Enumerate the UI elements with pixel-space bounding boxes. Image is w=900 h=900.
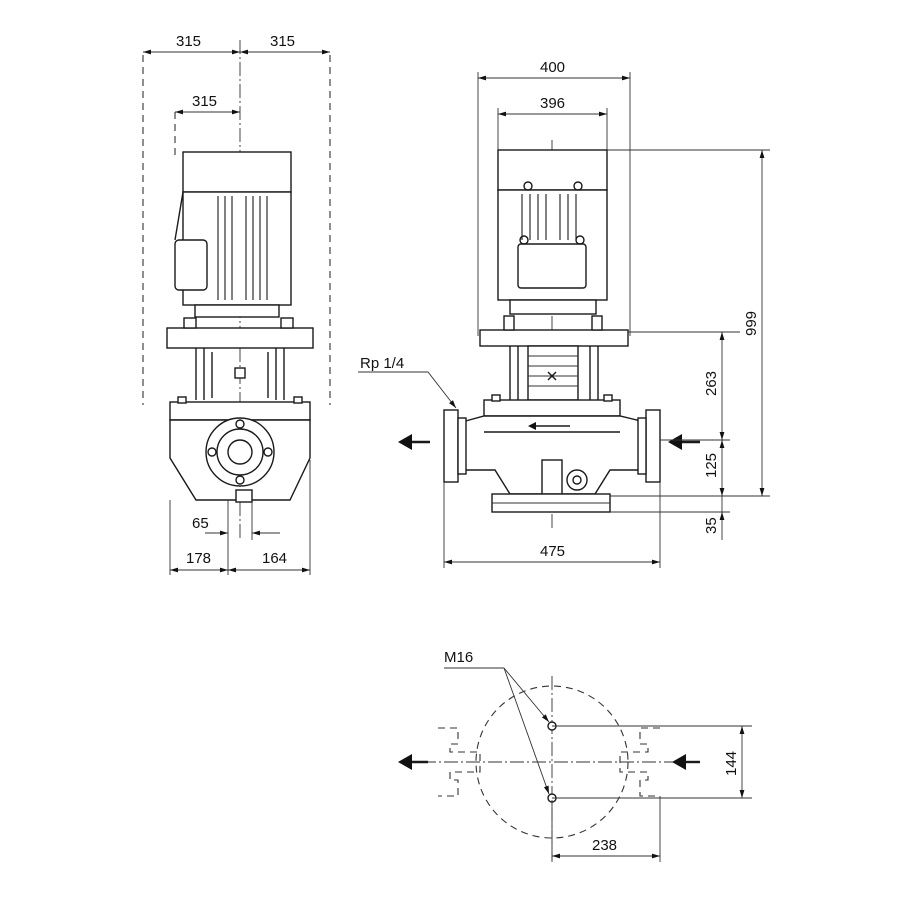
front-pump-housing	[443, 394, 661, 513]
plan-view: M16 144 238	[398, 649, 752, 862]
front-motor-flange	[479, 329, 629, 347]
front-view: Rp 1/4 400 396 999 263 125 35	[358, 59, 770, 568]
dim-motor-396: 396	[540, 95, 565, 112]
bolt-thread-label: M16	[444, 649, 473, 666]
side-motor-flange	[166, 327, 314, 349]
dim-offset-65: 65	[192, 515, 209, 532]
front-dimensions: 400 396 999 263 125 35 475	[443, 59, 770, 568]
front-motor	[497, 149, 608, 315]
dim-bolt-offset-238: 238	[592, 837, 617, 854]
dim-motor-400: 400	[540, 59, 565, 76]
flow-in-icon	[668, 434, 700, 450]
dim-base-left-178: 178	[186, 550, 211, 567]
dim-top-left-315: 315	[176, 33, 201, 50]
side-motor	[174, 151, 292, 318]
dim-height-999: 999	[743, 311, 760, 336]
plan-flow-out-icon	[398, 754, 428, 770]
plan-dimensions: 144 238	[551, 725, 752, 862]
plan-flow-in-icon	[672, 754, 700, 770]
front-lantern	[509, 345, 599, 401]
side-lantern	[195, 348, 285, 400]
flow-out-icon	[398, 434, 430, 450]
dim-top-right-315: 315	[270, 33, 295, 50]
dim-length-475: 475	[540, 543, 565, 560]
side-pump-housing	[169, 396, 311, 503]
dim-height-35: 35	[703, 517, 720, 534]
dim-motor-315: 315	[192, 93, 217, 110]
dim-height-125: 125	[703, 453, 720, 478]
side-view: 315 315 315 178 164 65	[142, 33, 331, 575]
dim-base-right-164: 164	[262, 550, 287, 567]
side-dimensions: 315 315 315 178 164 65	[143, 33, 330, 575]
dim-bolt-spacing-144: 144	[723, 751, 740, 776]
pressure-port-label: Rp 1/4	[360, 355, 404, 372]
dim-height-263: 263	[703, 371, 720, 396]
